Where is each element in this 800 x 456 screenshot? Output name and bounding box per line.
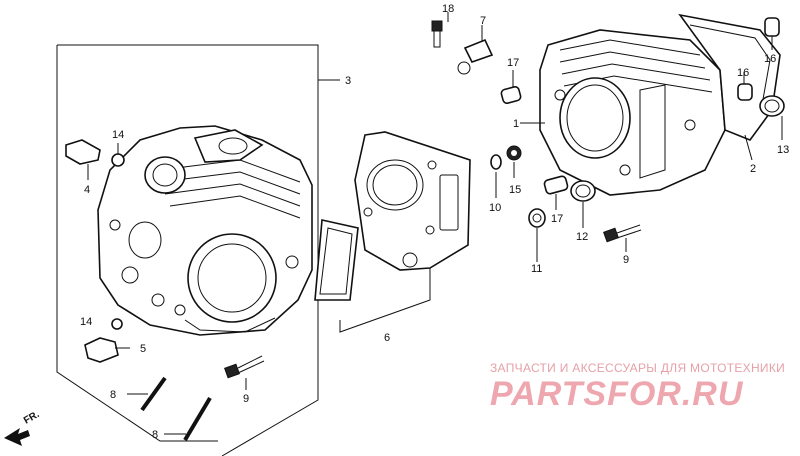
o-ring-13: [759, 95, 785, 140]
callout-7: 7: [480, 15, 486, 27]
callout-5: 5: [140, 343, 146, 355]
watermark-brand: PARTSFOR.RU: [490, 375, 744, 413]
callout-17a: 17: [507, 57, 519, 69]
stud-8-b: [164, 396, 212, 442]
stud-8-a: [127, 376, 167, 412]
callout-8b: 8: [152, 429, 158, 441]
callout-9b: 9: [623, 254, 629, 266]
clip-7: [457, 25, 494, 75]
washer-10: [490, 154, 502, 198]
plug-5: [84, 337, 130, 363]
bolt-18: [431, 12, 449, 48]
callout-2: 2: [750, 163, 756, 175]
dowel-17-bottom: [543, 175, 569, 210]
washer-11: [528, 208, 546, 262]
front-direction-indicator: FR.: [4, 409, 42, 446]
dowel-16-mid: [737, 72, 753, 101]
assembly-bracket: [56, 44, 340, 456]
watermark: ЗАПЧАСТИ И АКСЕССУАРЫ ДЛЯ МОТОТЕХНИКИ PA…: [490, 361, 785, 413]
callout-10: 10: [489, 202, 501, 214]
callout-15: 15: [509, 184, 521, 196]
bolt-9-right: [603, 224, 642, 252]
callout-13: 13: [777, 144, 789, 156]
head-gasket: [314, 131, 471, 333]
dowel-16-right: [764, 17, 780, 50]
callout-17b: 17: [551, 213, 563, 225]
washer-14-lower: [111, 318, 123, 330]
callout-labels: 1 2 3 4 5 6 7 8 8 9 9 10 11 12 13 14 14 …: [80, 3, 789, 441]
callout-16b: 16: [737, 67, 749, 79]
direction-label: FR.: [22, 409, 42, 427]
callout-14a: 14: [112, 129, 124, 141]
dowel-17-top: [500, 70, 522, 104]
callout-12: 12: [576, 231, 588, 243]
callout-1: 1: [513, 118, 519, 130]
callout-8a: 8: [110, 389, 116, 401]
callout-6: 6: [384, 332, 390, 344]
callout-4: 4: [84, 184, 90, 196]
callout-18: 18: [442, 3, 454, 15]
leader-2: [744, 134, 753, 161]
plug-4: [65, 139, 101, 180]
bolt-9-left: [224, 355, 265, 390]
cylinder-head: [97, 125, 313, 336]
callout-11: 11: [531, 263, 542, 275]
o-ring-12: [570, 180, 596, 228]
callout-3: 3: [345, 75, 351, 87]
callout-9a: 9: [243, 393, 249, 405]
washer-14-top: [111, 143, 125, 167]
watermark-tagline: ЗАПЧАСТИ И АКСЕССУАРЫ ДЛЯ МОТОТЕХНИКИ: [490, 361, 785, 375]
nut-15: [506, 145, 522, 178]
cylinder: [539, 13, 781, 196]
callout-16a: 16: [764, 53, 776, 65]
callout-14b: 14: [80, 316, 92, 328]
